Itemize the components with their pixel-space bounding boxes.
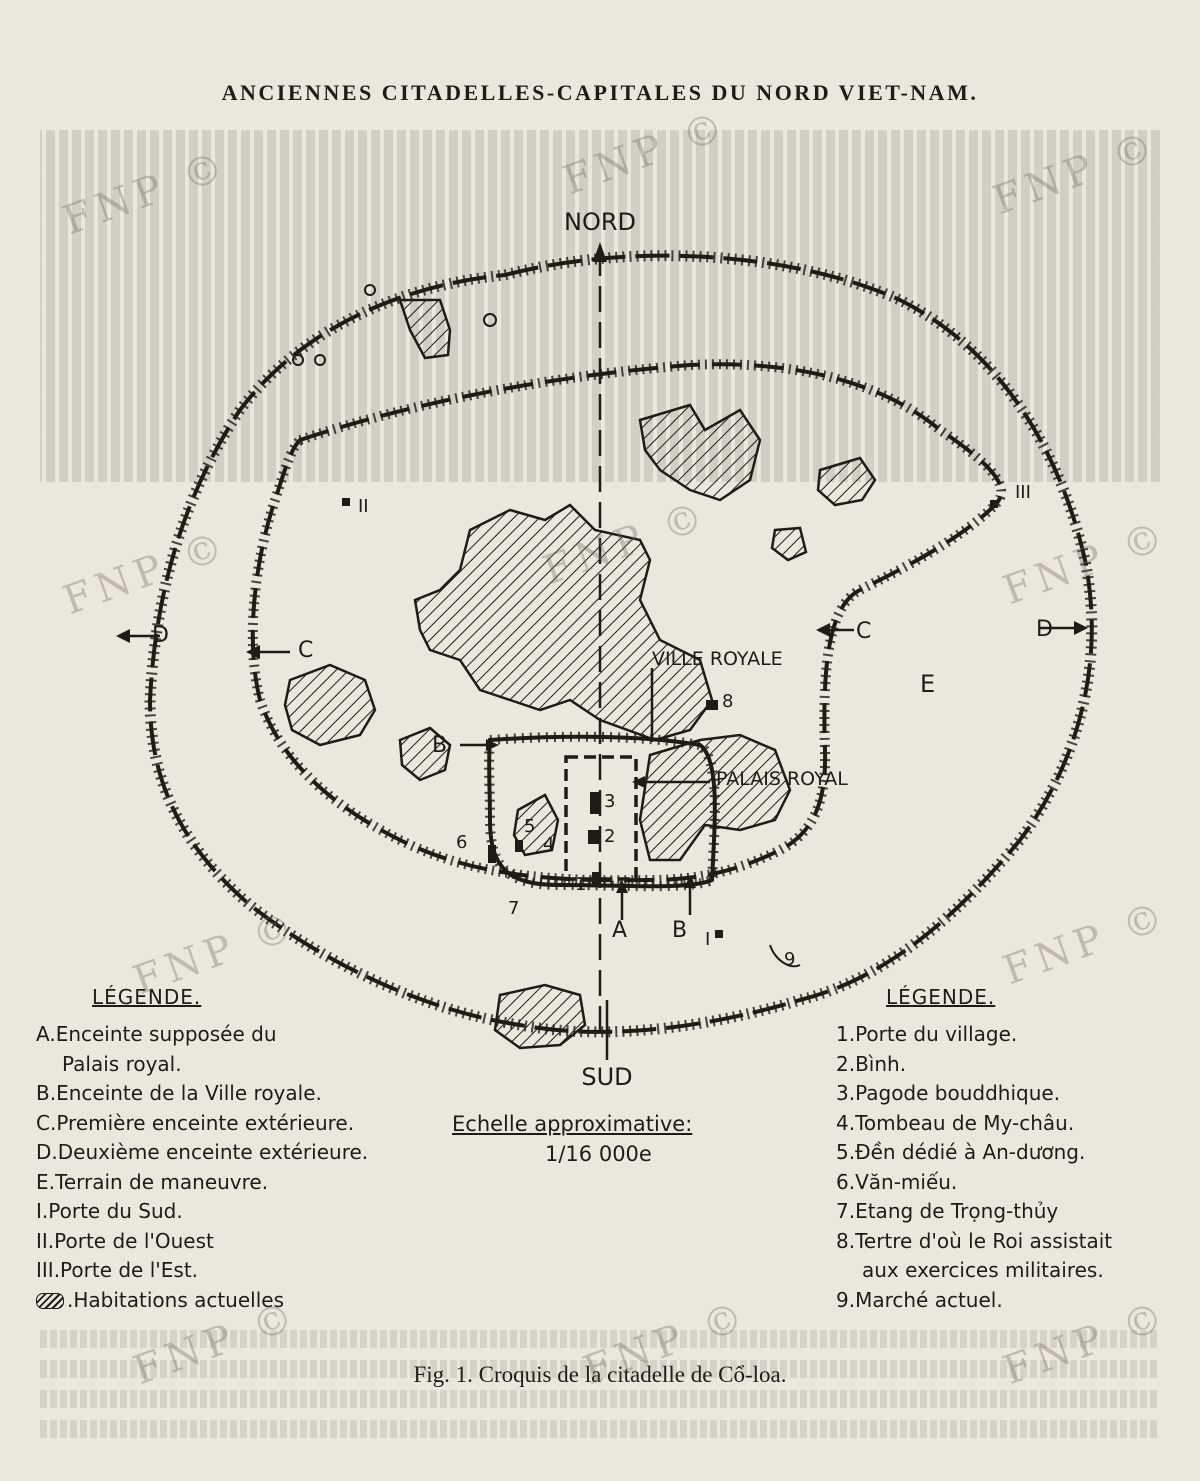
number-5: 5 [524, 816, 535, 837]
number-7: 7 [508, 898, 519, 919]
legend-right-item: 4.Tombeau de My-châu. [836, 1110, 1075, 1135]
number-3: 3 [604, 791, 615, 812]
tree-icons [292, 284, 497, 366]
legend-right-item: 5.Đền dédié à An-dương. [836, 1140, 1086, 1164]
legend-left-title: LÉGENDE. [92, 985, 202, 1009]
south-label: SUD [581, 1063, 632, 1091]
legend-left-item-habitations: .Habitations actuelles [36, 1286, 368, 1316]
landmark-5-marker [515, 840, 523, 852]
legend-left-item: A.Enceinte supposée du [36, 1022, 277, 1046]
hatch-swatch-icon [36, 1293, 64, 1309]
number-6: 6 [456, 832, 467, 853]
habitation-south [493, 983, 587, 1050]
number-1: 1 [575, 874, 586, 895]
legend-left-item: Palais royal. [62, 1051, 182, 1076]
habitation-north-east [638, 403, 762, 502]
legend-right-item: 2.Bình. [836, 1051, 907, 1076]
habitation-central [413, 503, 714, 742]
label-d-east: D [1036, 617, 1053, 642]
number-4: 4 [543, 834, 554, 855]
show-through-text-bottom [40, 1330, 1160, 1470]
legend-right-item: 6.Văn-miếu. [836, 1169, 958, 1194]
arrow-a-icon [616, 880, 628, 893]
figure-caption: Fig. 1. Croquis de la citadelle de Cổ-lo… [413, 1362, 787, 1387]
palais-royal-label: PALAIS ROYAL [716, 768, 848, 790]
landmark-8-marker [706, 700, 718, 710]
label-e: E [920, 670, 935, 698]
legend-right-item: 8.Tertre d'où le Roi assistait [836, 1228, 1113, 1253]
gate-ii-label: II [358, 496, 369, 517]
gate-south-marker [715, 930, 723, 938]
habitation-west [283, 663, 377, 747]
gate-iii-label: III [1015, 482, 1031, 503]
legend-right-item: 9.Marché actuel. [836, 1287, 1003, 1312]
gate-east-marker [990, 500, 998, 508]
label-d-west: D [152, 623, 169, 648]
legend-right: 1.Porte du village. 2.Bình. 3.Pagode bou… [836, 1020, 1112, 1315]
north-arrow-icon [593, 242, 607, 262]
legend-right-item: 7.Etang de Trọng-thủy [836, 1199, 1059, 1223]
number-9: 9 [784, 949, 795, 970]
arrow-palais-icon [632, 776, 645, 788]
north-label: NORD [564, 208, 636, 236]
habitation-east-tiny [770, 526, 808, 562]
legend-left-item: .Habitations actuelles [67, 1287, 285, 1312]
legend-left-item: C.Première enceinte extérieure. [36, 1110, 355, 1135]
landmark-3-marker [590, 792, 600, 814]
legend-left-item: I.Porte du Sud. [36, 1199, 183, 1223]
legend-left-item: II.Porte de l'Ouest [36, 1228, 214, 1253]
gate-i-label: I [705, 929, 710, 950]
arrow-b-south-icon [684, 875, 696, 888]
label-c-west: C [298, 638, 313, 663]
legend-left-item: D.Deuxième enceinte extérieure. [36, 1140, 369, 1164]
scale-value: 1/16 000e [545, 1142, 652, 1166]
arrow-c-east-icon [816, 623, 830, 637]
legend-right-title: LÉGENDE. [886, 985, 996, 1009]
landmark-1-marker [592, 872, 600, 884]
number-2: 2 [604, 826, 615, 847]
habitation-palais [638, 733, 792, 862]
label-a-south: A [612, 918, 627, 943]
legend-left-item: E.Terrain de maneuvre. [36, 1169, 269, 1194]
arrow-b-icon [486, 739, 499, 751]
legend-right-item: aux exercices militaires. [862, 1258, 1104, 1282]
arrow-d-west-icon [116, 629, 130, 643]
legend-left-item: B.Enceinte de la Ville royale. [36, 1081, 322, 1105]
legend-right-item: 1.Porte du village. [836, 1022, 1018, 1046]
label-b-south: B [672, 918, 687, 943]
gate-west-marker [342, 498, 350, 506]
arrow-d-east-icon [1074, 621, 1088, 635]
habitation-north-west [398, 298, 452, 360]
running-head: ANCIENNES CITADELLES-CAPITALES DU NORD V… [221, 80, 979, 105]
legend-right-item: 3.Pagode bouddhique. [836, 1081, 1061, 1105]
legend-left: A.Enceinte supposée du Palais royal. B.E… [36, 1020, 368, 1315]
habitation-east-small [816, 456, 877, 507]
scale-title: Echelle approximative: [452, 1112, 693, 1136]
label-b: B [432, 733, 447, 758]
number-8: 8 [722, 691, 733, 712]
legend-left-item: III.Porte de l'Est. [36, 1258, 199, 1282]
ville-royale-label: VILLE ROYALE [652, 648, 783, 670]
arrow-c-west-icon [246, 645, 260, 659]
habitation-mausoleum [512, 793, 560, 857]
habitation-b [398, 726, 452, 782]
label-c-east: C [856, 619, 871, 644]
landmark-2-marker [588, 830, 600, 844]
landmark-6-marker [488, 845, 496, 863]
market-9-icon [769, 944, 801, 968]
